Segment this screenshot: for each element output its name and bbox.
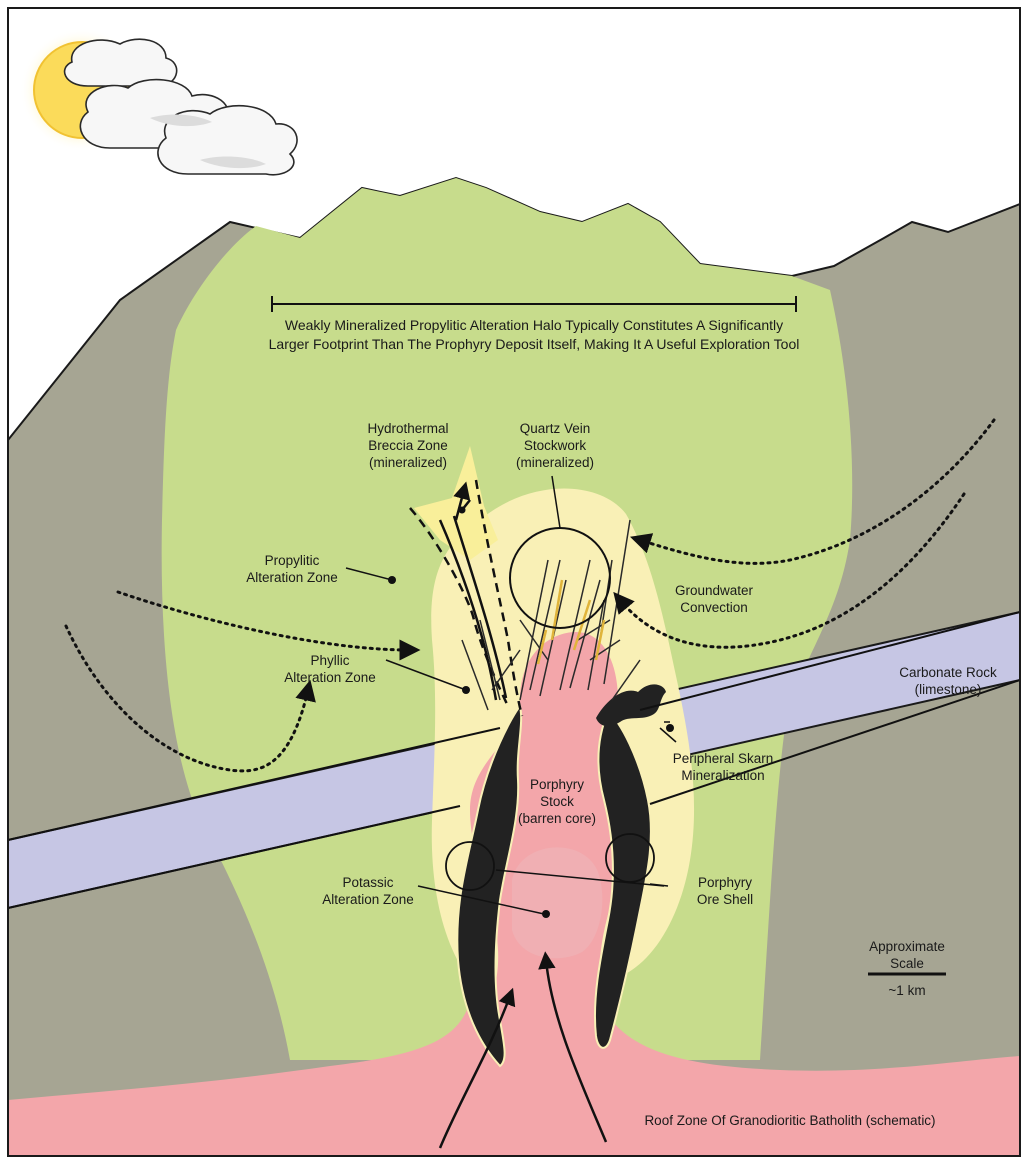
groundwater-line1: Groundwater — [652, 582, 776, 599]
scale-value: ~1 km — [868, 982, 946, 999]
breccia-line3: (mineralized) — [348, 454, 468, 471]
propylitic-zone-label: Propylitic Alteration Zone — [232, 552, 352, 586]
propylitic-line2: Alteration Zone — [232, 569, 352, 586]
ore-shell-label: Porphyry Ore Shell — [680, 874, 770, 908]
potassic-line2: Alteration Zone — [312, 891, 424, 908]
stockwork-line1: Quartz Vein — [500, 420, 610, 437]
stockwork-label: Quartz Vein Stockwork (mineralized) — [500, 420, 610, 471]
scale-line1: Approximate — [860, 938, 954, 955]
breccia-zone-label: Hydrothermal Breccia Zone (mineralized) — [348, 420, 468, 471]
groundwater-label: Groundwater Convection — [652, 582, 776, 616]
carbonate-line1: Carbonate Rock — [888, 664, 1008, 681]
stock-line3: (barren core) — [514, 810, 600, 827]
skarn-line2: Mineralization — [658, 767, 788, 784]
potassic-line1: Potassic — [312, 874, 424, 891]
phyllic-zone-label: Phyllic Alteration Zone — [270, 652, 390, 686]
carbonate-line2: (limestone) — [888, 681, 1008, 698]
ore-shell-line2: Ore Shell — [680, 891, 770, 908]
stockwork-line3: (mineralized) — [500, 454, 610, 471]
scale-line2: Scale — [860, 955, 954, 972]
skarn-line1: Peripheral Skarn — [658, 750, 788, 767]
stock-line1: Porphyry — [514, 776, 600, 793]
potassic-zone-fill — [512, 847, 602, 958]
carbonate-rock-label: Carbonate Rock (limestone) — [888, 664, 1008, 698]
halo-note-line1: Weakly Mineralized Propylitic Alteration… — [268, 316, 800, 335]
halo-note-label: Weakly Mineralized Propylitic Alteration… — [268, 316, 800, 354]
breccia-line1: Hydrothermal — [348, 420, 468, 437]
batholith-label: Roof Zone Of Granodioritic Batholith (sc… — [610, 1112, 970, 1129]
scale-label: Approximate Scale — [860, 938, 954, 972]
phyllic-line1: Phyllic — [270, 652, 390, 669]
halo-note-line2: Larger Footprint Than The Prophyry Depos… — [268, 335, 800, 354]
stockwork-line2: Stockwork — [500, 437, 610, 454]
propylitic-line1: Propylitic — [232, 552, 352, 569]
potassic-zone-label: Potassic Alteration Zone — [312, 874, 424, 908]
groundwater-line2: Convection — [652, 599, 776, 616]
breccia-line2: Breccia Zone — [348, 437, 468, 454]
skarn-label: Peripheral Skarn Mineralization — [658, 750, 788, 784]
porphyry-stock-label: Porphyry Stock (barren core) — [514, 776, 600, 827]
ore-shell-line1: Porphyry — [680, 874, 770, 891]
phyllic-line2: Alteration Zone — [270, 669, 390, 686]
stock-line2: Stock — [514, 793, 600, 810]
